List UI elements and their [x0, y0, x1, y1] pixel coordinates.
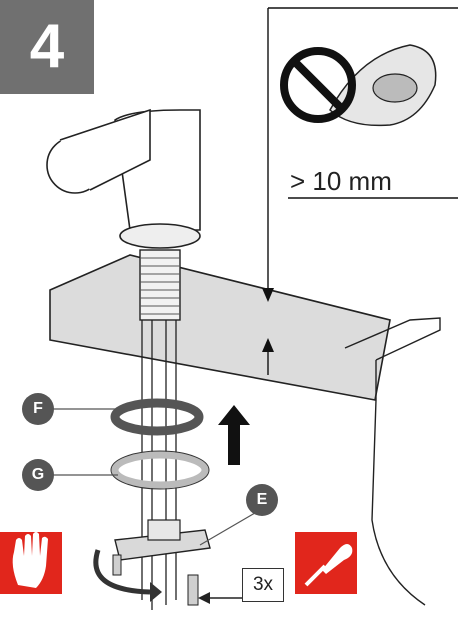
screwdriver-icon	[295, 532, 357, 594]
screw	[187, 574, 199, 606]
hand-tighten-icon	[0, 532, 62, 594]
washer-f	[110, 398, 204, 436]
step-number: 4	[29, 12, 65, 81]
step-badge: 4	[0, 0, 94, 94]
screw	[112, 554, 122, 576]
basin-side	[371, 360, 426, 606]
countertop	[49, 254, 391, 401]
screw-count-label: 3x	[242, 568, 284, 602]
washer-g	[111, 451, 209, 489]
basin-rim	[344, 317, 441, 361]
supply-hoses	[141, 320, 177, 610]
rotate-arrow	[93, 549, 151, 595]
measure-guide	[267, 7, 458, 295]
faucet-spout	[59, 108, 151, 191]
clearance-label: > 10 mm	[290, 166, 392, 196]
lift-arrow	[218, 405, 250, 465]
callout-f: F	[22, 393, 54, 425]
callout-g: G	[22, 459, 54, 491]
faucet-base-ring	[119, 223, 201, 249]
threaded-shank	[139, 249, 181, 321]
no-gasket-icon	[280, 44, 437, 127]
callout-e: E	[246, 484, 278, 516]
